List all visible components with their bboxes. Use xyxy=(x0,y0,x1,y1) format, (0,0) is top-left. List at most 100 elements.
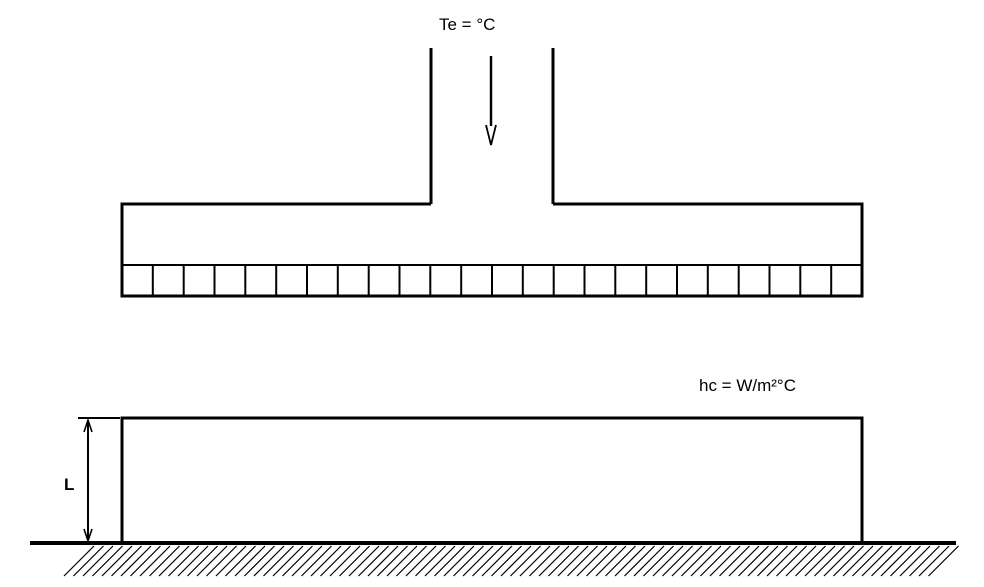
ground-hatch-line xyxy=(206,545,237,577)
ground-hatch-line xyxy=(320,545,351,577)
ground-hatch-line xyxy=(614,545,646,577)
ground-hatch-line xyxy=(643,545,674,577)
ground-hatch-line xyxy=(804,545,836,577)
ground-hatch-line xyxy=(918,545,950,577)
ground-hatch-line xyxy=(472,545,503,577)
ground-hatch-line xyxy=(386,545,418,577)
ground-hatch-line xyxy=(244,545,275,577)
ground-hatch-line xyxy=(139,545,171,577)
ground-hatch-line xyxy=(890,545,921,577)
ground-hatch-line xyxy=(358,545,389,577)
ground-hatch-line xyxy=(282,545,313,577)
ground-hatch-line xyxy=(177,545,209,577)
length-dimension xyxy=(78,417,120,544)
inlet-temperature-label: Te = °C xyxy=(439,15,495,34)
ground-hatch-line xyxy=(396,545,427,577)
ground-hatch-line xyxy=(73,545,104,577)
ground-hatch-line xyxy=(880,545,912,577)
nozzle-array xyxy=(122,264,862,296)
ground-hatch-line xyxy=(861,545,893,577)
ground-hatch-line xyxy=(529,545,560,577)
ground-hatch-line xyxy=(82,545,114,577)
ground-hatch-line xyxy=(576,545,608,577)
ground-hatch-line xyxy=(833,545,864,577)
ground-hatch-line xyxy=(776,545,807,577)
ground-hatch-line xyxy=(462,545,494,577)
ground-hatch-line xyxy=(453,545,484,577)
ground-hatch-line xyxy=(405,545,437,577)
ground-hatch-line xyxy=(481,545,513,577)
flow-direction-arrow xyxy=(485,56,497,146)
ground-hatch-line xyxy=(63,545,95,577)
ground-hatch-line xyxy=(852,545,883,577)
ground-hatch-line xyxy=(557,545,589,577)
ground-hatch-line xyxy=(272,545,304,577)
ground-hatch-line xyxy=(928,545,959,577)
ground-hatch-line xyxy=(633,545,665,577)
ground-hatch-line xyxy=(424,545,456,577)
length-dimension-arrow-up xyxy=(83,417,93,433)
heat-transfer-coefficient-label: hc = W/m²°C xyxy=(699,376,796,395)
ground-hatch-line xyxy=(168,545,199,577)
ground-hatch-line xyxy=(795,545,826,577)
ground-hatch-line xyxy=(434,545,465,577)
ground-hatch-line xyxy=(310,545,342,577)
ground-hatch-line xyxy=(624,545,655,577)
ground-hatch-line xyxy=(814,545,845,577)
ground-hatch-line xyxy=(158,545,190,577)
ground-hatch-line xyxy=(130,545,161,577)
ground-hatch-line xyxy=(443,545,475,577)
ground-hatch-line xyxy=(871,545,902,577)
ground-hatch-line xyxy=(671,545,703,577)
ground-hatch-line xyxy=(823,545,855,577)
ground-hatch-line xyxy=(291,545,323,577)
ground-hatch-line xyxy=(348,545,380,577)
ground-hatch-line xyxy=(567,545,598,577)
ground-hatch-line xyxy=(842,545,874,577)
ground-hatch-line xyxy=(652,545,684,577)
ground-hatch-line xyxy=(519,545,551,577)
ground-hatch-line xyxy=(681,545,712,577)
length-dimension-label: L xyxy=(64,475,74,494)
ground-hatch-line xyxy=(747,545,779,577)
ground-hatch-line xyxy=(700,545,731,577)
ground-hatch-line xyxy=(899,545,931,577)
ground-hatch-line xyxy=(538,545,570,577)
ground-hatch-line xyxy=(510,545,541,577)
ground-hatch-line xyxy=(595,545,627,577)
ground-hatch-line xyxy=(377,545,408,577)
ground-hatch-line xyxy=(415,545,446,577)
ground-hatch-line xyxy=(757,545,788,577)
ground-hatching xyxy=(63,545,959,577)
ground-hatch-line xyxy=(500,545,532,577)
ground-hatch-line xyxy=(367,545,399,577)
ground-hatch-line xyxy=(690,545,722,577)
ground-hatch-line xyxy=(253,545,285,577)
ground-hatch-line xyxy=(719,545,750,577)
ground-hatch-line xyxy=(263,545,294,577)
ground-hatch-line xyxy=(548,545,579,577)
ground-hatch-line xyxy=(111,545,142,577)
ground-hatch-line xyxy=(728,545,760,577)
ground-hatch-line xyxy=(101,545,133,577)
ground-hatch-line xyxy=(329,545,361,577)
ground-hatch-line xyxy=(120,545,152,577)
ground-hatch-line xyxy=(709,545,741,577)
ground-hatch-line xyxy=(491,545,522,577)
ground-hatch-line xyxy=(738,545,769,577)
ground-hatch-line xyxy=(766,545,798,577)
ground-hatch-line xyxy=(301,545,332,577)
ground-hatch-line xyxy=(187,545,218,577)
ground-hatch-line xyxy=(662,545,693,577)
ground-hatch-line xyxy=(225,545,256,577)
ground-hatch-line xyxy=(234,545,266,577)
target-block xyxy=(120,416,864,543)
ground-hatch-line xyxy=(605,545,636,577)
ground-hatch-line xyxy=(149,545,180,577)
ground-hatch-line xyxy=(92,545,123,577)
ground-hatch-line xyxy=(909,545,940,577)
ground-hatch-line xyxy=(339,545,370,577)
ground-hatch-line xyxy=(215,545,247,577)
ground-hatch-line xyxy=(785,545,817,577)
